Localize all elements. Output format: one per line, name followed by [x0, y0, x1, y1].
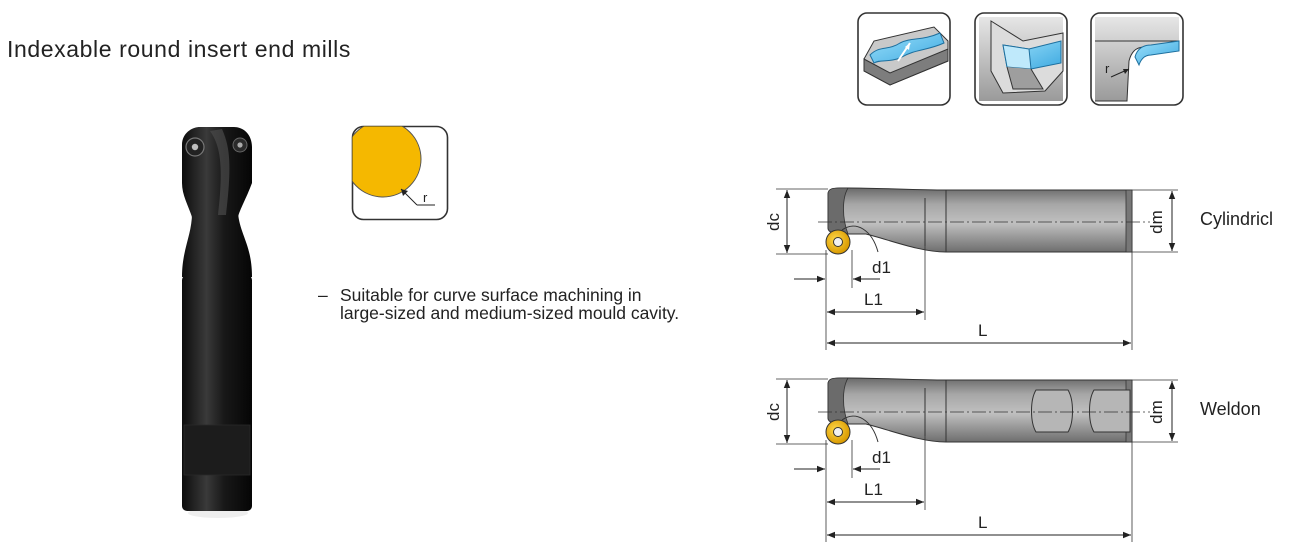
dc-label: dc [764, 403, 783, 421]
drawing-weldon: dc dm Weldon d1 L1 L [764, 377, 1261, 542]
radius-profiling-icon: r [1090, 12, 1184, 106]
radius-label: r [1105, 61, 1110, 76]
surface-machining-icon [857, 12, 951, 106]
drawing-cylindrical: dc dm Cylindricl d1 L1 L [764, 187, 1273, 350]
insert-radius-label: r [423, 190, 428, 205]
technical-drawings: dc dm Cylindricl d1 L1 L [764, 187, 1273, 542]
cavity-machining-icon [974, 12, 1068, 106]
feature-bullet: – [318, 285, 328, 305]
application-icons: r [857, 12, 1184, 106]
dm-label: dm [1147, 210, 1166, 234]
d1-label: d1 [872, 448, 891, 467]
L1-label: L1 [864, 480, 883, 499]
feature-line-1: Suitable for curve surface machining in [340, 285, 642, 305]
L1-label: L1 [864, 290, 883, 309]
d1-label: d1 [872, 258, 891, 277]
weldon-label: Weldon [1200, 399, 1261, 419]
cylindrical-label: Cylindricl [1200, 209, 1273, 229]
dc-label: dc [764, 213, 783, 231]
dm-label: dm [1147, 400, 1166, 424]
page-title: Indexable round insert end mills [7, 36, 351, 62]
L-label: L [978, 513, 987, 532]
insert-shape-icon: r [351, 125, 449, 221]
feature-line-2: large-sized and medium-sized mould cavit… [340, 303, 680, 323]
end-mill-photo [182, 127, 252, 518]
L-label: L [978, 321, 987, 340]
